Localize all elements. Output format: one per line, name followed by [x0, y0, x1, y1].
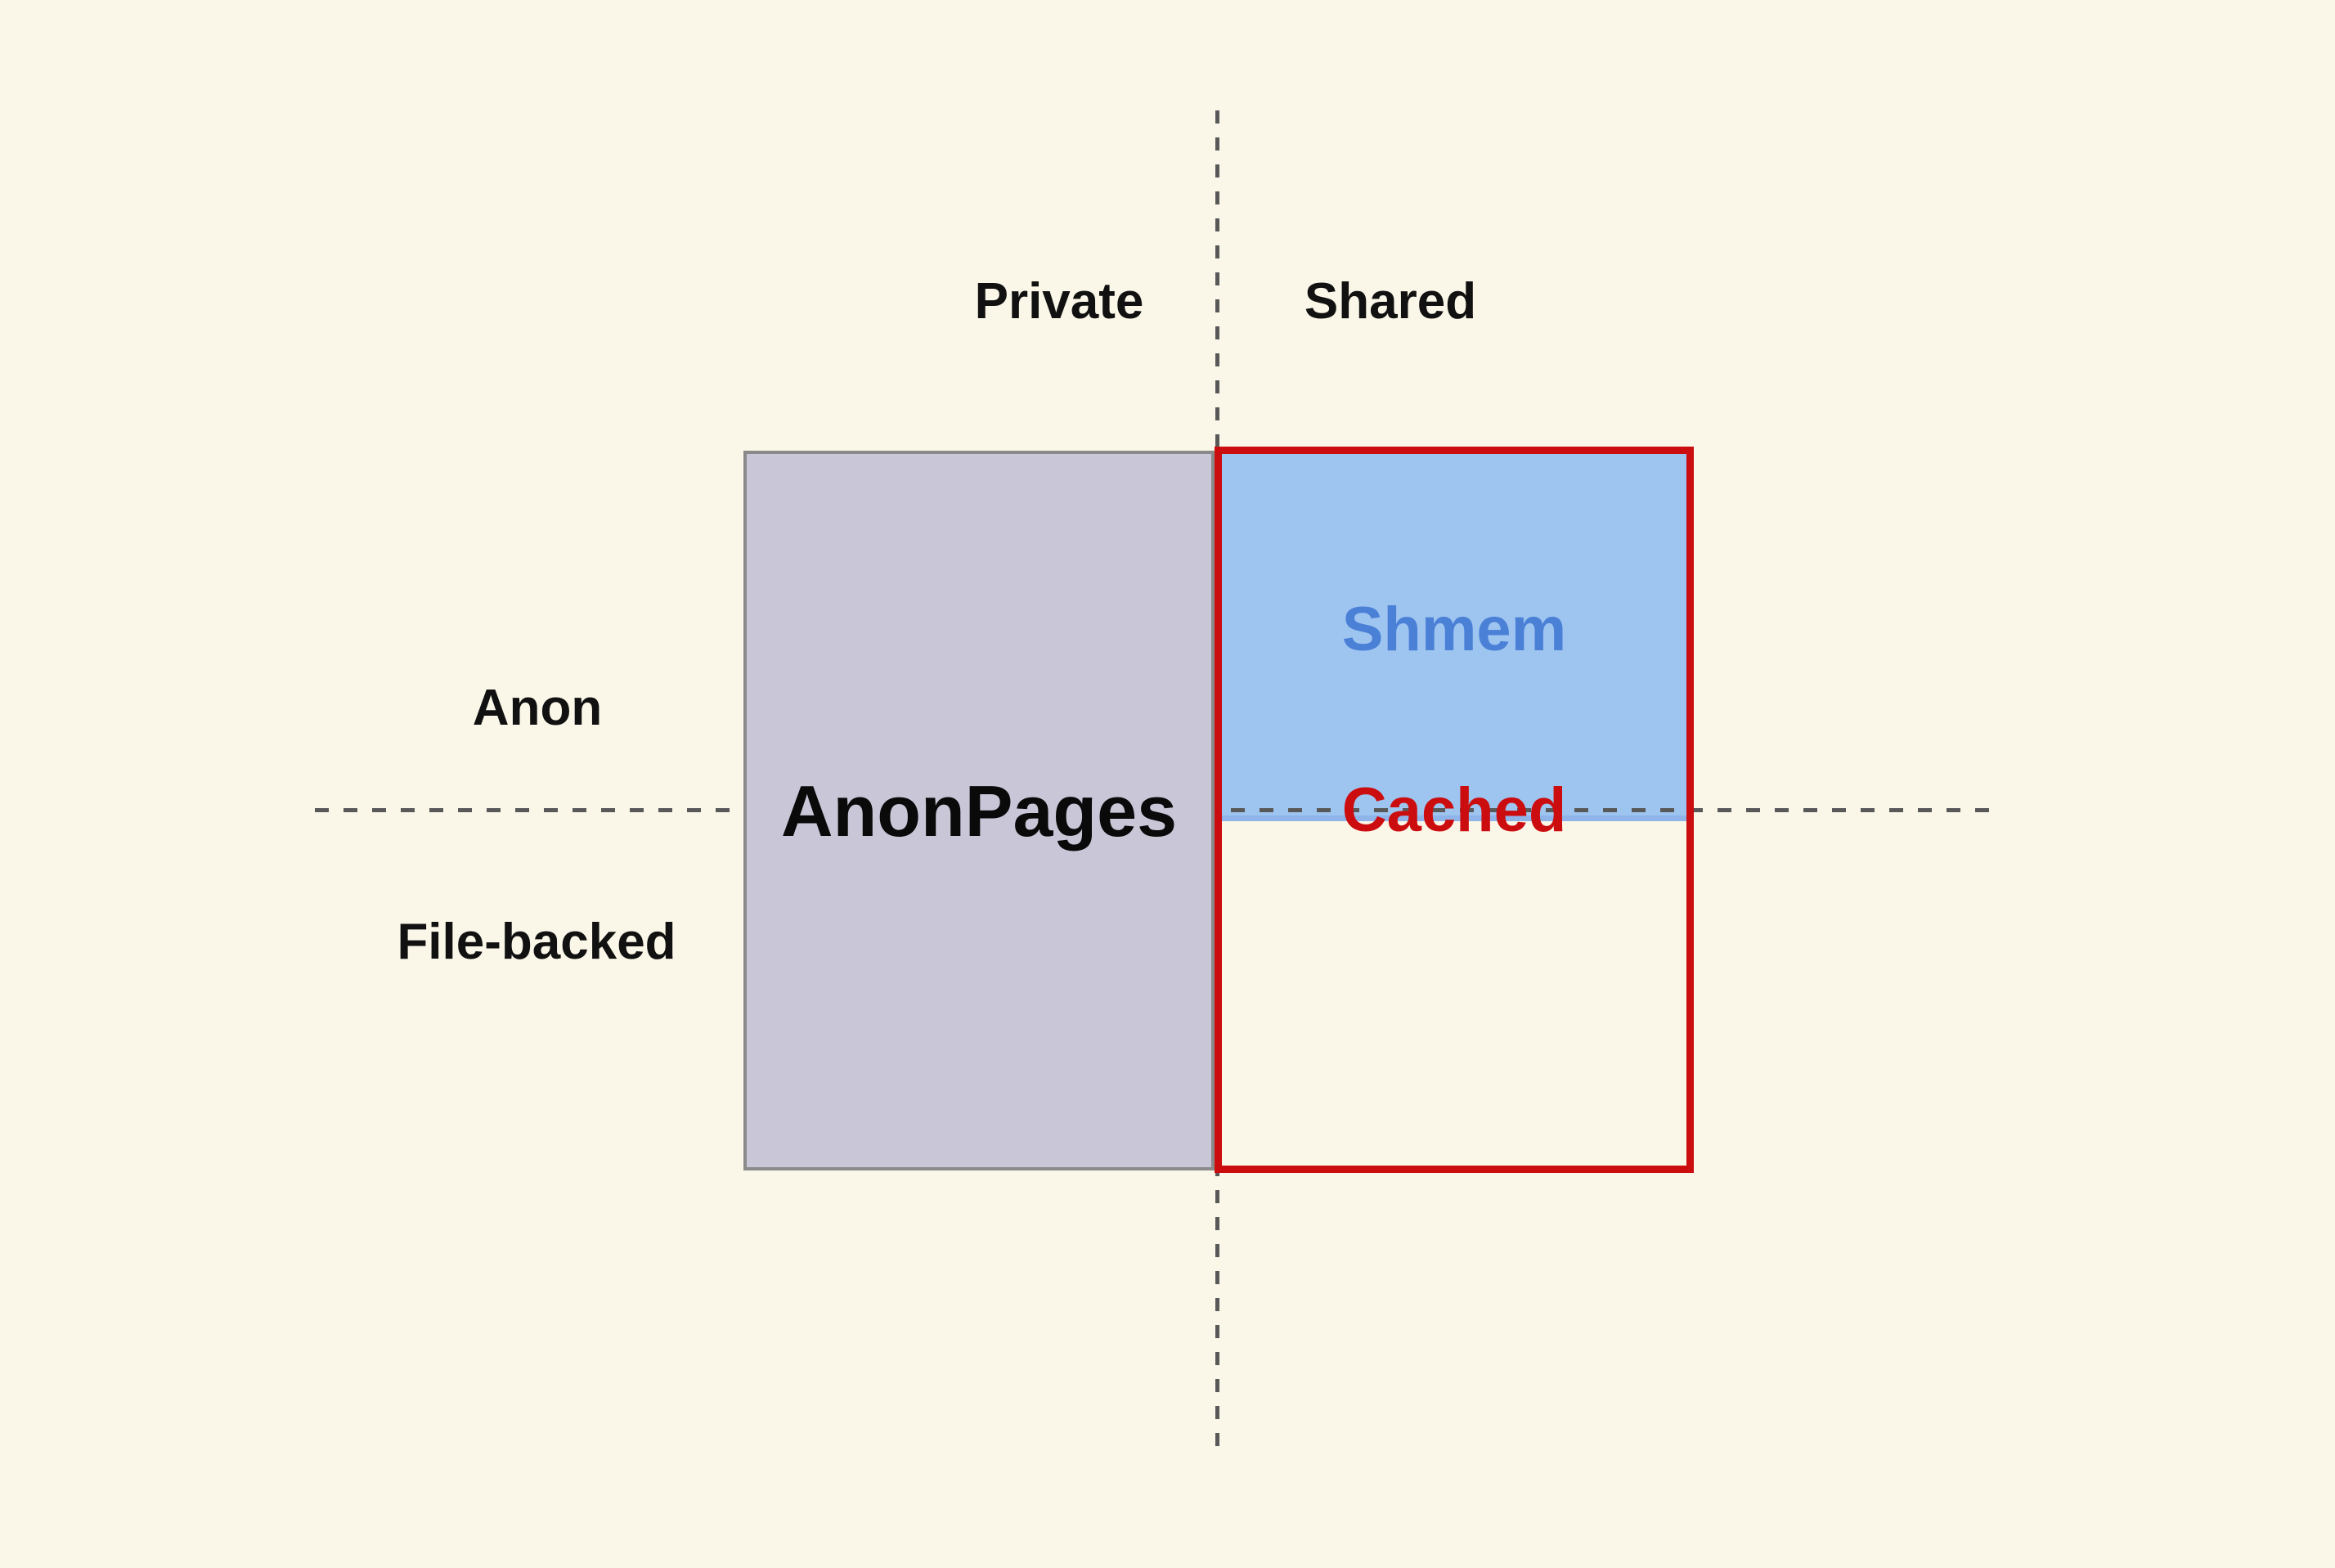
shmem-region	[1218, 451, 1691, 821]
anonpages-region-label: AnonPages	[780, 771, 1178, 851]
column-label-private: Private	[974, 273, 1144, 330]
cached-region-label: Cached	[1341, 775, 1567, 845]
row-label-anon: Anon	[472, 680, 603, 736]
anonpages-region	[743, 451, 1215, 1170]
cached-region-outline	[1215, 447, 1694, 1173]
column-label-shared: Shared	[1304, 273, 1477, 330]
row-label-file-backed: File-backed	[397, 914, 676, 970]
shmem-region-label: Shmem	[1341, 595, 1567, 664]
